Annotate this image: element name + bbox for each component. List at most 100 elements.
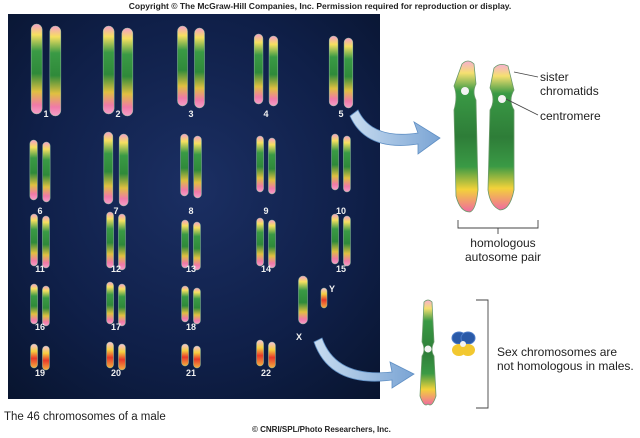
chromosome-8-b — [193, 135, 202, 199]
sex-bracket — [476, 299, 489, 409]
chromosome-number-22: 22 — [261, 368, 271, 378]
label-sister-line1: sister — [540, 70, 569, 84]
chromosome-20-b — [118, 343, 126, 371]
chromosome-18-b — [193, 287, 201, 325]
y-chromosome — [451, 331, 476, 356]
arrow-to-sex-chromosomes — [313, 337, 415, 389]
label-sister-line2: chromatids — [540, 84, 599, 98]
chromosome-number-20: 20 — [111, 368, 121, 378]
chromosome-12-b — [118, 213, 126, 271]
label-homologous-line2: autosome pair — [464, 250, 542, 264]
leader-sister — [513, 71, 539, 78]
chromosome-13-a — [181, 219, 189, 269]
chromosome-19-b — [42, 345, 50, 371]
chromosome-number-6: 6 — [37, 206, 42, 216]
photo-background — [8, 14, 380, 399]
chromosome-14-a — [256, 217, 264, 267]
centromere-right — [498, 95, 506, 103]
copyright-notice: Copyright © The McGraw-Hill Companies, I… — [128, 1, 512, 11]
chromosome-18-a — [181, 285, 189, 323]
chromosome-15-a — [331, 213, 339, 265]
figure-caption: The 46 chromosomes of a male — [4, 411, 166, 423]
label-centromere: centromere — [540, 109, 601, 123]
chromosome-21-a — [181, 343, 189, 367]
chromosome-Y — [320, 287, 328, 309]
chromosome-21-b — [193, 345, 201, 369]
chromosome-number-19: 19 — [35, 368, 45, 378]
chromosome-label-Y: Y — [329, 284, 335, 294]
chromosome-16-b — [42, 285, 50, 327]
chromosome-2-a — [102, 25, 115, 115]
chromosome-22-a — [256, 339, 264, 367]
chromosome-number-16: 16 — [35, 322, 45, 332]
chromosome-5-a — [328, 35, 339, 107]
label-homologous-line1: homologous — [470, 236, 536, 250]
chromosome-6-b — [42, 141, 51, 203]
chromosome-12-a — [106, 211, 114, 269]
autosome-right — [487, 64, 515, 211]
chromosome-3-a — [177, 25, 188, 107]
arrow-to-autosome-pair — [349, 109, 441, 155]
chromosome-number-15: 15 — [336, 264, 346, 274]
chromosome-11-a — [30, 213, 38, 267]
chromosome-number-7: 7 — [113, 206, 118, 216]
chromosome-number-21: 21 — [186, 368, 196, 378]
chromosome-17-b — [118, 283, 126, 327]
chromosome-19-a — [30, 343, 38, 369]
chromosome-1-a — [30, 23, 43, 115]
label-sex-chromosomes: Sex chromosomes are not homologous in ma… — [497, 345, 634, 373]
chromosome-number-2: 2 — [115, 109, 120, 119]
chromosome-1-b — [49, 25, 62, 117]
chromosome-number-12: 12 — [111, 264, 121, 274]
label-sister-chromatids: sister chromatids — [540, 70, 599, 98]
chromosome-number-8: 8 — [188, 206, 193, 216]
x-chromosome — [419, 299, 437, 406]
chromosome-4-a — [253, 33, 264, 105]
chromosome-number-5: 5 — [338, 109, 343, 119]
chromosome-number-4: 4 — [263, 109, 268, 119]
chromosome-10-b — [343, 135, 351, 193]
photo-credit: © CNRI/SPL/Photo Researchers, Inc. — [252, 425, 391, 434]
chromosome-7-a — [103, 131, 114, 205]
chromosome-20-a — [106, 341, 114, 369]
chromosome-number-13: 13 — [186, 264, 196, 274]
chromosome-number-3: 3 — [188, 109, 193, 119]
homologous-autosome-pair — [453, 60, 515, 213]
chromosome-11-b — [42, 215, 50, 269]
label-homologous-pair: homologous autosome pair — [459, 236, 547, 264]
chromosome-15-b — [343, 215, 351, 267]
chromosome-13-b — [193, 221, 201, 271]
chromosome-4-b — [268, 35, 279, 107]
chromosome-number-9: 9 — [263, 206, 268, 216]
chromosome-number-14: 14 — [261, 264, 271, 274]
chromosome-7-b — [118, 133, 129, 207]
label-sex-line2: not homologous in males. — [497, 359, 634, 373]
autosome-left — [453, 60, 479, 213]
chromosome-group — [29, 23, 354, 371]
leader-centromere — [505, 98, 539, 116]
chromosome-number-18: 18 — [186, 322, 196, 332]
chromosome-16-a — [30, 283, 38, 325]
label-sex-line1: Sex chromosomes are — [497, 345, 618, 359]
chromosome-9-a — [256, 135, 264, 193]
chromosome-10-a — [331, 133, 339, 191]
chromosome-14-b — [268, 219, 276, 269]
chromosome-8-a — [180, 133, 189, 197]
chromosome-label-X: X — [296, 332, 302, 342]
centromere-left — [461, 87, 469, 95]
chromosome-number-10: 10 — [336, 206, 346, 216]
chromosome-3-b — [194, 27, 205, 109]
chromosome-5-b — [343, 37, 354, 109]
chromosome-number-11: 11 — [35, 264, 45, 274]
chromosome-17-a — [106, 281, 114, 325]
chromosome-number-1: 1 — [43, 109, 48, 119]
chromosome-number-17: 17 — [111, 322, 121, 332]
chromosome-22-b — [268, 341, 276, 369]
chromosome-2-b — [121, 27, 134, 117]
chromosome-9-b — [268, 137, 276, 195]
chromosome-X — [298, 275, 308, 325]
chromosome-6-a — [29, 139, 38, 201]
